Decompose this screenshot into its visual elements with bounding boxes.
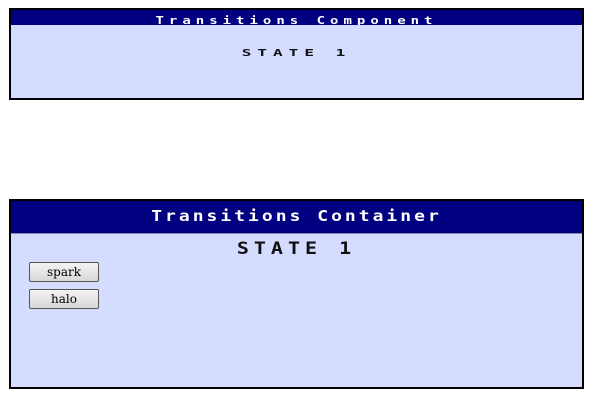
container-title: Transitions Container: [151, 207, 442, 226]
transitions-component-panel: Transitions Component STATE 1: [9, 8, 584, 100]
spark-button[interactable]: spark: [29, 262, 99, 282]
container-titlebar: Transitions Container: [11, 201, 582, 234]
component-titlebar: Transitions Component: [11, 10, 582, 25]
container-state-label: STATE 1: [236, 237, 357, 259]
component-title: Transitions Component: [155, 15, 438, 25]
transitions-container-panel: Transitions Container STATE 1 spark halo: [9, 199, 584, 389]
component-state-label: STATE 1: [241, 46, 352, 59]
halo-button[interactable]: halo: [29, 289, 99, 309]
